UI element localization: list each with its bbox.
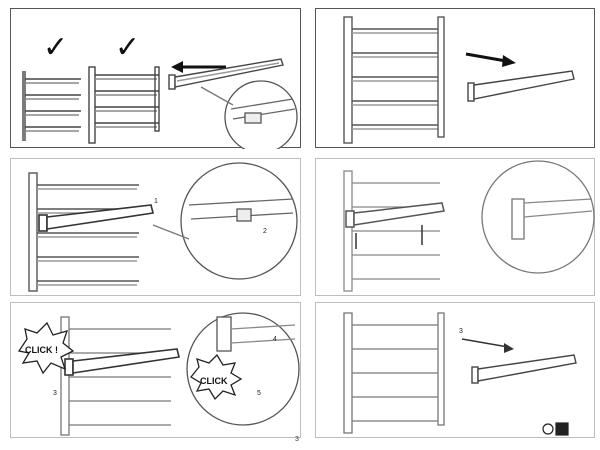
click-label: CLICK xyxy=(200,376,228,386)
click-label: CLICK ! xyxy=(25,345,58,355)
step-label: 4 xyxy=(273,336,277,343)
arrow-down-icon xyxy=(355,225,423,249)
panel-2-drawing xyxy=(343,16,575,144)
rack-type-b xyxy=(88,66,160,144)
panel-3-drawing: 1 2 xyxy=(28,162,298,292)
oven-icon xyxy=(542,422,569,436)
panel-step-6: 3 xyxy=(315,302,595,438)
checkmark-icon: ✓ xyxy=(43,31,68,64)
removed-rail xyxy=(467,70,575,102)
step-label: 3 xyxy=(53,390,57,397)
panel-step-3: 1 2 xyxy=(10,158,301,296)
step-label: 3 xyxy=(459,328,463,335)
arrow-left-icon xyxy=(171,61,226,73)
arrow-right-icon xyxy=(465,52,516,67)
panel-step-2 xyxy=(315,8,595,148)
checkmark-icon: ✓ xyxy=(115,31,140,64)
detail-zoom-circle xyxy=(481,160,595,274)
detail-zoom-circle xyxy=(152,162,298,280)
telescopic-rail xyxy=(168,58,284,90)
step-label: 5 xyxy=(257,390,261,397)
panel-5-drawing: CLICK ! 3 CLICK 4 5 xyxy=(17,312,300,436)
panel-6-drawing: 3 xyxy=(343,312,577,436)
oven-rack-side xyxy=(28,172,139,292)
panel-step-4 xyxy=(315,158,595,296)
panel-step-5: CLICK ! 3 CLICK 4 5 xyxy=(10,302,301,438)
arrow-right-icon xyxy=(461,338,514,353)
oven-rack-side xyxy=(60,316,171,436)
oven-rack-side xyxy=(343,312,445,434)
oven-rack-side xyxy=(343,16,445,144)
oven-rack-side xyxy=(343,170,440,292)
click-burst xyxy=(190,353,243,401)
rack-type-a xyxy=(22,71,81,141)
step-label: 1 xyxy=(154,198,158,205)
removed-rail xyxy=(471,354,577,384)
step-label: 2 xyxy=(263,228,267,235)
telescopic-rail xyxy=(345,202,445,228)
detail-zoom-circle xyxy=(200,80,298,149)
telescopic-rail xyxy=(38,204,154,232)
panel-step-1: ✓ ✓ xyxy=(10,8,301,149)
panel-4-drawing xyxy=(343,160,595,292)
click-burst xyxy=(17,321,75,375)
panel-1-drawing: ✓ ✓ xyxy=(22,31,298,149)
page-number: 3 xyxy=(295,436,299,443)
